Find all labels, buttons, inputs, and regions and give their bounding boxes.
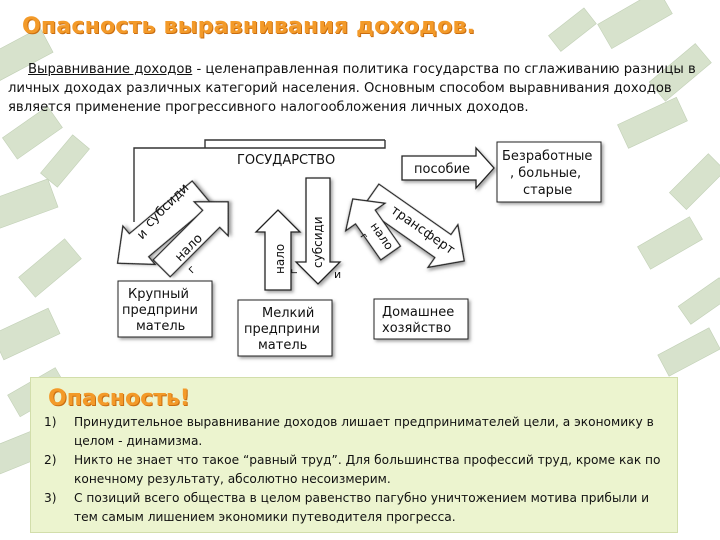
intro-paragraph: Выравнивание доходов - целенаправленная …	[8, 60, 698, 117]
danger-item-number: 2)	[44, 453, 57, 467]
page-title: Опасность выравнивания доходов.	[22, 14, 476, 39]
danger-panel	[30, 377, 678, 533]
danger-title: Опасность!	[48, 386, 190, 411]
intro-term: Выравнивание доходов	[28, 62, 193, 77]
danger-item-text: Никто не знает что такое “равный труд”. …	[74, 453, 661, 486]
state-bracket	[133, 140, 386, 222]
subsidy-arrow-center	[294, 177, 342, 285]
small-business-line-3: матель	[258, 338, 307, 353]
unemployed-line-1: Безработные	[502, 149, 592, 164]
tax-arrow-right	[344, 198, 402, 261]
unemployed-box	[496, 141, 602, 203]
danger-item: 3) С позиций всего общества в целом равен…	[44, 489, 674, 527]
small-business-line-1: Мелкий	[262, 306, 314, 321]
large-business-line-2: предприни	[122, 303, 198, 318]
danger-item-number: 3)	[44, 491, 57, 505]
state-bracket-right	[204, 139, 385, 148]
tax-center-label: нало	[273, 244, 287, 274]
danger-list: 1) Принудительное выравнивание доходов ли…	[44, 413, 674, 527]
tax-center-end: г	[289, 269, 300, 274]
household-line-1: Домашнее	[382, 305, 454, 320]
subsidy-center-label: субсиди	[311, 216, 325, 268]
danger-item: 1) Принудительное выравнивание доходов ли…	[44, 413, 674, 451]
large-business-line-1: Крупный	[128, 287, 189, 302]
subsidy-center-end: и	[334, 268, 341, 281]
small-business-box	[237, 299, 333, 357]
tax-left-end: г	[185, 263, 198, 276]
intro-text: - целенаправленная политика государства …	[8, 62, 696, 115]
state-label: ГОСУДАРСТВО	[237, 153, 335, 168]
danger-item-number: 1)	[44, 415, 57, 429]
danger-item: 2) Никто не знает что такое “равный труд”…	[44, 451, 674, 489]
household-line-2: хозяйство	[382, 321, 451, 336]
tax-arrow-left	[152, 201, 229, 278]
unemployed-line-3: старые	[523, 183, 572, 198]
tax-right-end: г	[358, 231, 370, 242]
unemployed-line-2: , больные,	[510, 166, 581, 181]
benefit-arrow	[401, 146, 495, 190]
danger-item-text: С позиций всего общества в целом равенст…	[74, 491, 650, 524]
household-box	[373, 298, 469, 340]
large-business-line-3: матель	[136, 319, 185, 334]
benefit-label: пособие	[414, 162, 470, 177]
small-business-line-2: предприни	[244, 322, 320, 337]
danger-item-text: Принудительное выравнивание доходов лиша…	[74, 415, 654, 448]
large-business-box	[117, 280, 213, 338]
tax-arrow-center	[254, 209, 302, 291]
subsidy-arrow-left	[116, 180, 213, 266]
